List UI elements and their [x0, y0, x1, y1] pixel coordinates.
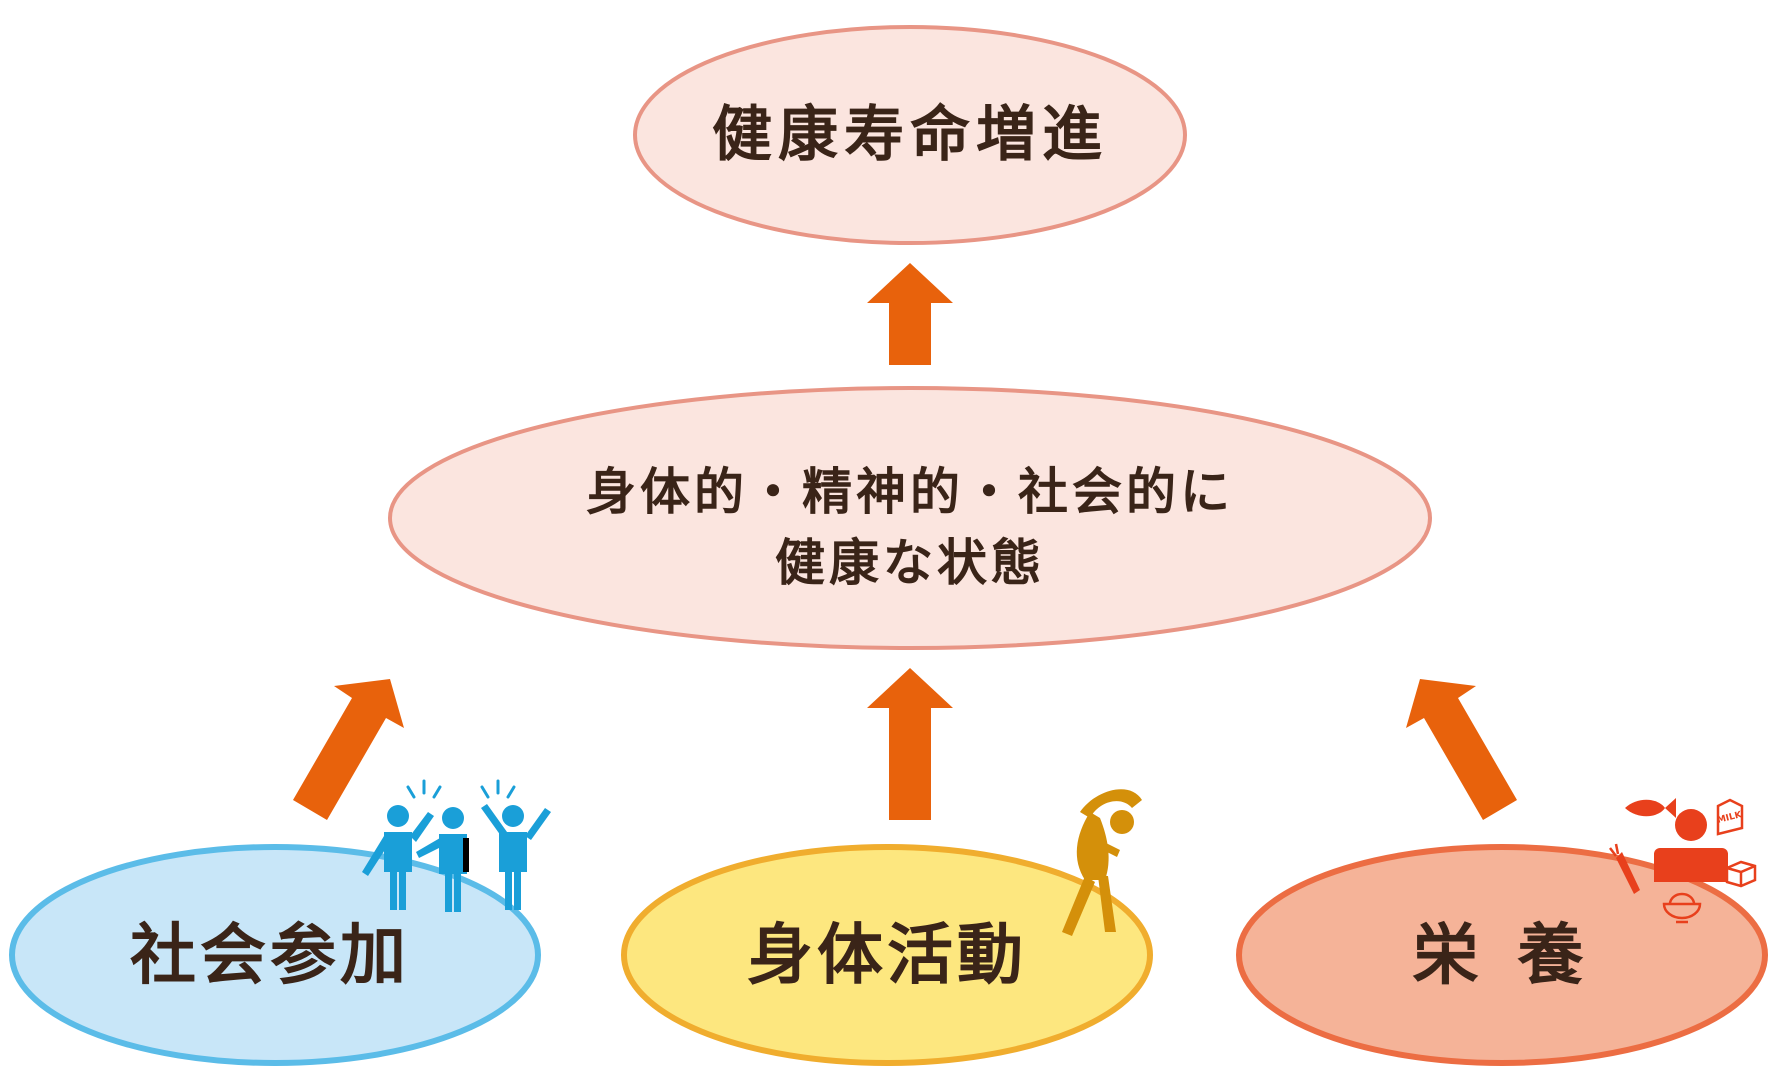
person-with-food-icon: MILK	[1609, 798, 1757, 924]
middle-node-line2: 健康な状態	[775, 534, 1045, 592]
social-node-ellipse	[9, 844, 541, 1066]
milk-label: MILK	[1716, 810, 1744, 826]
arrow-nutrition-to-middle	[1406, 679, 1517, 820]
top-node-ellipse	[633, 25, 1187, 245]
social-node-label: 社会参加	[130, 917, 410, 994]
middle-node: 身体的・精神的・社会的に 健康な状態	[388, 386, 1432, 650]
social-node: 社会参加	[9, 844, 541, 1066]
nutrition-node-label: 栄 養	[1413, 917, 1592, 994]
nutrition-node: 栄 養	[1236, 844, 1768, 1066]
top-node-label: 健康寿命増進	[712, 100, 1108, 170]
people-cheering-icon	[362, 779, 551, 912]
person-stretching-icon	[1062, 789, 1142, 936]
physical-node: 身体活動	[621, 844, 1153, 1066]
physical-node-ellipse	[621, 844, 1153, 1066]
arrow-social-to-middle	[293, 679, 404, 820]
middle-node-line1: 身体的・精神的・社会的に	[586, 463, 1234, 521]
middle-node-ellipse	[388, 386, 1432, 650]
arrow-physical-to-middle	[867, 668, 953, 820]
nutrition-node-ellipse	[1236, 844, 1768, 1066]
top-node: 健康寿命増進	[633, 25, 1187, 245]
physical-node-label: 身体活動	[747, 917, 1027, 994]
arrow-middle-to-top	[867, 263, 953, 365]
